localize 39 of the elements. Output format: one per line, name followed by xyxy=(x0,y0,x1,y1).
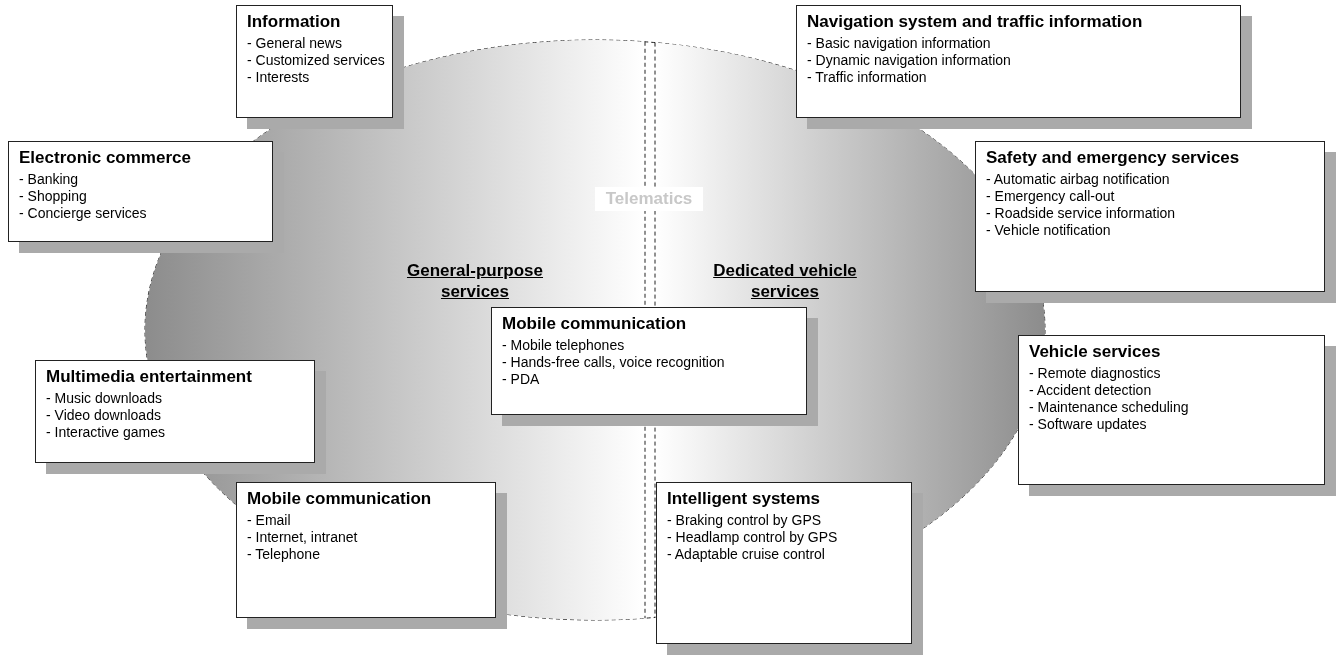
list-item: - Traffic information xyxy=(807,69,928,86)
list-item: - Braking control by GPS xyxy=(667,512,823,529)
list-item: - Internet, intranet xyxy=(247,529,359,546)
box-heading: Intelligent systems xyxy=(667,489,822,509)
list-item: - Interests xyxy=(247,69,311,86)
box-heading: Electronic commerce xyxy=(19,148,192,168)
list-item: - Software updates xyxy=(1029,416,1148,433)
region-label: General-purpose services xyxy=(405,260,544,302)
list-item: - Remote diagnostics xyxy=(1029,365,1162,382)
list-item: - Maintenance scheduling xyxy=(1029,399,1190,416)
list-item: - Automatic airbag notification xyxy=(986,171,1171,188)
box-heading: Mobile communication xyxy=(502,314,688,334)
list-item: - Telephone xyxy=(247,546,321,563)
box-heading: Navigation system and traffic information xyxy=(807,12,1144,32)
list-item: - Adaptable cruise control xyxy=(667,546,826,563)
list-item: - Video downloads xyxy=(46,407,162,424)
list-item: - Interactive games xyxy=(46,424,167,441)
list-item: - PDA xyxy=(502,371,541,388)
list-item: - Mobile telephones xyxy=(502,337,626,354)
list-item: - Vehicle notification xyxy=(986,222,1112,239)
box-heading: Mobile communication xyxy=(247,489,433,509)
box-heading: Vehicle services xyxy=(1029,342,1162,362)
list-item: - Basic navigation information xyxy=(807,35,992,52)
list-item: - Dynamic navigation information xyxy=(807,52,1012,69)
list-item: - Email xyxy=(247,512,292,529)
region-label: Dedicated vehicle services xyxy=(712,260,858,302)
list-item: - Emergency call-out xyxy=(986,188,1116,205)
list-item: - Headlamp control by GPS xyxy=(667,529,839,546)
list-item: - General news xyxy=(247,35,343,52)
box-heading: Multimedia entertainment xyxy=(46,367,253,387)
list-item: - Hands-free calls, voice recognition xyxy=(502,354,726,371)
box-heading: Safety and emergency services xyxy=(986,148,1241,168)
list-item: - Roadside service information xyxy=(986,205,1177,222)
list-item: - Concierge services xyxy=(19,205,148,222)
list-item: - Shopping xyxy=(19,188,88,205)
list-item: - Accident detection xyxy=(1029,382,1153,399)
box-heading: Information xyxy=(247,12,342,32)
list-item: - Music downloads xyxy=(46,390,163,407)
list-item: - Banking xyxy=(19,171,80,188)
